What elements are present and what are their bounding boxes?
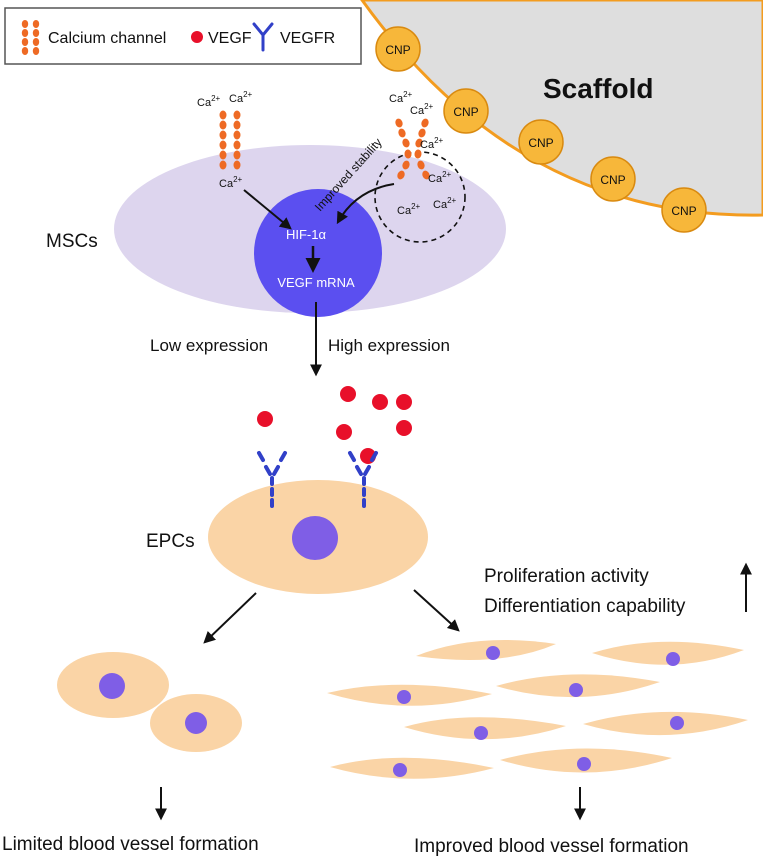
legend: Calcium channel VEGF VEGFR	[4, 7, 362, 65]
scaffold: Scaffold	[360, 0, 763, 217]
cnp-particle: CNP	[590, 156, 636, 202]
calcium-ions-left: Ca2+ Ca2+ Ca2+	[197, 90, 253, 190]
vegf-molecule	[340, 386, 356, 402]
vegfr-icon	[252, 22, 274, 52]
svg-text:Ca2+: Ca2+	[410, 102, 434, 117]
spindle-cell	[496, 674, 660, 698]
legend-vegf: VEGF	[208, 30, 252, 47]
spindle-cell	[500, 748, 672, 773]
cnp-particle: CNP	[375, 26, 421, 72]
msc-cell: HIF-1α VEGF mRNA MSCs	[46, 145, 506, 317]
svg-text:CNP: CNP	[671, 204, 696, 218]
cnp-particle: CNP	[661, 187, 707, 233]
vegf-molecule	[396, 394, 412, 410]
cnp-particle: CNP	[518, 119, 564, 165]
vegf-mrna-label: VEGF mRNA	[277, 275, 355, 290]
vegf-molecule	[257, 411, 273, 427]
svg-text:CNP: CNP	[453, 105, 478, 119]
svg-text:Ca2+: Ca2+	[433, 196, 457, 211]
differentiation-label: Differentiation capability	[484, 596, 686, 617]
vegf-molecules	[257, 386, 412, 464]
arrow-to-limited	[203, 592, 257, 644]
legend-vegfr: VEGFR	[280, 30, 335, 47]
msc-label: MSCs	[46, 231, 98, 252]
calcium-channel-icon	[21, 20, 40, 55]
spindle-cell	[404, 717, 566, 740]
epc-cell: EPCs	[146, 480, 428, 594]
calcium-to-hif-arrow	[243, 189, 292, 230]
spindle-cell	[416, 640, 556, 660]
spindle-cell	[327, 684, 492, 706]
svg-text:Ca2+: Ca2+	[197, 94, 221, 109]
legend-calcium-channel: Calcium channel	[48, 30, 166, 47]
vegfr-receptor-right	[348, 451, 378, 508]
vegfr-receptor-left	[257, 451, 287, 508]
cnp-particles: CNP CNP CNP CNP CNP	[375, 26, 707, 233]
scaffold-label: Scaffold	[543, 73, 653, 104]
limited-cells	[57, 652, 242, 752]
calcium-ions-right: Ca2+ Ca2+ Ca2+ Ca2+ Ca2+ Ca2+	[389, 90, 457, 217]
vegf-molecule	[372, 394, 388, 410]
low-expression-label: Low expression	[150, 336, 268, 355]
svg-text:CNP: CNP	[528, 136, 553, 150]
vegf-icon	[191, 31, 203, 43]
vegf-molecule	[396, 420, 412, 436]
improved-cells	[327, 640, 748, 779]
svg-text:Ca2+: Ca2+	[428, 170, 452, 185]
svg-text:Ca2+: Ca2+	[389, 90, 413, 105]
epc-nucleus	[292, 516, 338, 560]
svg-text:Ca2+: Ca2+	[229, 90, 253, 105]
svg-text:CNP: CNP	[385, 43, 410, 57]
calcium-channel-right	[395, 118, 430, 180]
svg-text:Ca2+: Ca2+	[397, 202, 421, 217]
limited-cell	[57, 652, 169, 718]
improved-formation-label: Improved blood vessel formation	[414, 836, 689, 857]
proliferation-label: Proliferation activity	[484, 566, 649, 587]
svg-text:Ca2+: Ca2+	[420, 136, 444, 151]
limited-formation-label: Limited blood vessel formation	[2, 834, 259, 855]
improved-stability-arrow	[336, 183, 395, 225]
spindle-cell	[592, 641, 744, 666]
epc-label: EPCs	[146, 531, 195, 552]
limited-cell	[150, 694, 242, 752]
vegf-molecule	[336, 424, 352, 440]
hif-label: HIF-1α	[286, 227, 327, 242]
svg-text:Ca2+: Ca2+	[219, 175, 243, 190]
spindle-cell	[330, 757, 494, 779]
svg-text:CNP: CNP	[600, 173, 625, 187]
spindle-cell	[583, 711, 748, 736]
calcium-channel-left	[219, 110, 241, 170]
arrow-to-improved	[413, 589, 460, 632]
high-expression-label: High expression	[328, 336, 450, 355]
legend-box	[4, 7, 362, 65]
cnp-particle: CNP	[443, 88, 489, 134]
